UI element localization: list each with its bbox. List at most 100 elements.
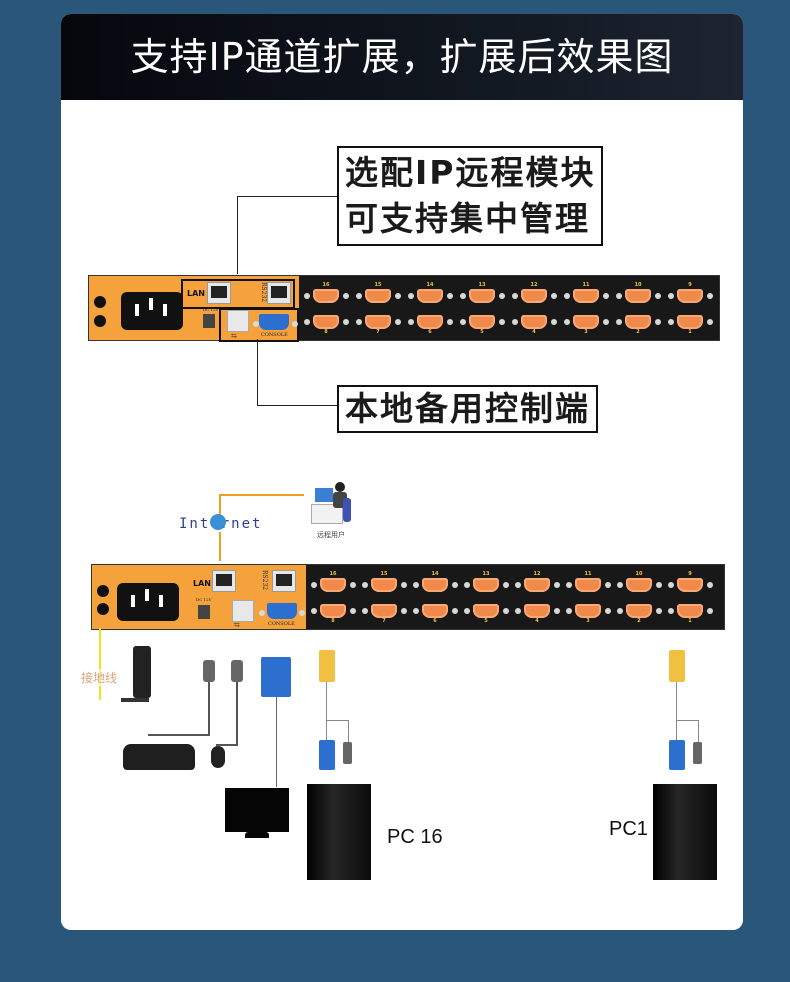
kvm-port-9 bbox=[677, 289, 703, 303]
usb-icon: ⇆ bbox=[234, 621, 240, 629]
power-socket-icon bbox=[121, 292, 183, 330]
kvm-port-2 bbox=[626, 604, 652, 618]
usb-cable bbox=[208, 682, 210, 734]
port-number-label: 9 bbox=[688, 571, 692, 577]
monitor-icon bbox=[225, 788, 289, 832]
screw-icon bbox=[551, 293, 557, 299]
kvm-cable-connector-icon bbox=[669, 650, 685, 682]
ground-icon bbox=[97, 585, 109, 597]
rs232-label: RS232 bbox=[260, 282, 267, 303]
kvm-port-7 bbox=[365, 315, 391, 329]
vga-plug-icon bbox=[669, 740, 685, 770]
pc16-label: PC 16 bbox=[387, 826, 443, 848]
screw-icon bbox=[356, 293, 362, 299]
kvm-port-10 bbox=[626, 578, 652, 592]
callout-ip-module: 选配IP远程模块 可支持集中管理 bbox=[337, 146, 604, 246]
usb-plug-icon bbox=[693, 742, 702, 764]
screw-icon bbox=[413, 608, 419, 614]
screw-icon bbox=[408, 293, 414, 299]
kvm-port-3 bbox=[573, 315, 599, 329]
screw-icon bbox=[512, 293, 518, 299]
usb-cable bbox=[236, 682, 238, 744]
kvm-cable bbox=[326, 682, 327, 740]
kvm-port-5 bbox=[473, 604, 499, 618]
vga-plug-icon bbox=[319, 740, 335, 770]
screw-icon bbox=[512, 319, 518, 325]
screw-icon bbox=[395, 319, 401, 325]
screw-icon bbox=[554, 608, 560, 614]
lan-port-icon bbox=[207, 282, 231, 304]
port-number-label: 11 bbox=[584, 571, 592, 577]
screw-icon bbox=[655, 293, 661, 299]
kvm-cable bbox=[698, 720, 699, 744]
port-number-label: 8 bbox=[324, 329, 328, 335]
connector-line bbox=[257, 339, 258, 405]
kvm-port-10 bbox=[625, 289, 651, 303]
screw-icon bbox=[554, 582, 560, 588]
ground-icon bbox=[94, 296, 106, 308]
screw-icon bbox=[707, 582, 713, 588]
screw-icon bbox=[304, 293, 310, 299]
screw-icon bbox=[503, 608, 509, 614]
keyboard-icon bbox=[123, 744, 195, 770]
screw-icon bbox=[413, 582, 419, 588]
power-cable-icon bbox=[133, 646, 151, 698]
port-number-label: 14 bbox=[426, 282, 434, 288]
callout-local-console: 本地备用控制端 bbox=[337, 385, 598, 433]
screw-icon bbox=[350, 608, 356, 614]
port-number-label: 9 bbox=[688, 282, 692, 288]
screw-icon bbox=[452, 582, 458, 588]
screw-icon bbox=[605, 582, 611, 588]
kvm-port-11 bbox=[573, 289, 599, 303]
usb-plug-icon bbox=[203, 660, 215, 682]
kvm-port-8 bbox=[320, 604, 346, 618]
port-number-label: 6 bbox=[428, 329, 432, 335]
lan-label: LAN bbox=[193, 579, 211, 588]
screw-icon bbox=[292, 321, 298, 327]
port-number-label: 2 bbox=[637, 618, 641, 624]
connector-line bbox=[257, 405, 337, 406]
rs232-port-icon bbox=[272, 570, 296, 592]
screw-icon bbox=[616, 319, 622, 325]
screw-icon bbox=[401, 608, 407, 614]
console-vga-port-icon bbox=[259, 314, 289, 330]
screw-icon bbox=[452, 608, 458, 614]
screw-icon bbox=[503, 582, 509, 588]
internet-link-line bbox=[219, 494, 304, 496]
kvm-port-11 bbox=[575, 578, 601, 592]
kvm-port-13 bbox=[473, 578, 499, 592]
port-number-label: 11 bbox=[582, 282, 590, 288]
mouse-icon bbox=[211, 746, 225, 768]
port-number-label: 7 bbox=[376, 329, 380, 335]
screw-icon bbox=[362, 582, 368, 588]
kvm-port-12 bbox=[521, 289, 547, 303]
screw-icon bbox=[616, 293, 622, 299]
port-number-label: 4 bbox=[532, 329, 536, 335]
usb-plug-icon bbox=[343, 742, 352, 764]
port-number-label: 13 bbox=[482, 571, 490, 577]
power-cable-icon bbox=[121, 698, 149, 702]
pc-tower-icon bbox=[653, 784, 717, 880]
kvm-port-1 bbox=[677, 315, 703, 329]
screw-icon bbox=[499, 319, 505, 325]
port-number-label: 13 bbox=[478, 282, 486, 288]
screw-icon bbox=[499, 293, 505, 299]
screw-icon bbox=[408, 319, 414, 325]
port-number-label: 5 bbox=[484, 618, 488, 624]
screw-icon bbox=[356, 319, 362, 325]
console-vga-port-icon bbox=[267, 603, 297, 619]
port-number-label: 12 bbox=[530, 282, 538, 288]
usb-plug-icon bbox=[231, 660, 243, 682]
kvm-port-15 bbox=[365, 289, 391, 303]
screw-icon bbox=[605, 608, 611, 614]
screw-icon bbox=[566, 582, 572, 588]
ground-screw-icon bbox=[97, 603, 109, 615]
screw-icon bbox=[668, 582, 674, 588]
screw-icon bbox=[566, 608, 572, 614]
screw-icon bbox=[551, 319, 557, 325]
screw-icon bbox=[668, 293, 674, 299]
usb-cable bbox=[216, 744, 238, 746]
port-number-label: 7 bbox=[382, 618, 386, 624]
